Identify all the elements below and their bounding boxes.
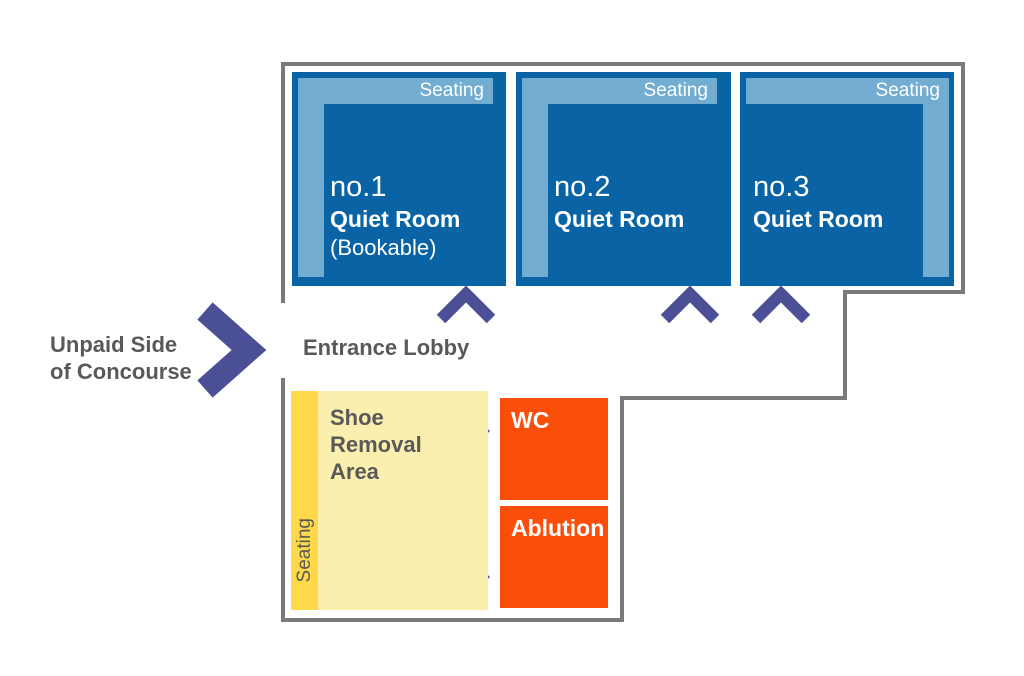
quiet-room-3-door-arrow-icon <box>751 285 811 324</box>
room-number: no.1 <box>330 171 387 203</box>
quiet-room-2: Seating no.2 Quiet Room <box>516 72 731 286</box>
quiet-room-2-text: no.2 Quiet Room <box>554 170 684 234</box>
room-note: (Bookable) <box>330 235 437 260</box>
room-name: Quiet Room <box>753 206 884 232</box>
room-name: Quiet Room <box>330 206 461 232</box>
quiet-room-3-seating-label: Seating <box>746 78 949 104</box>
shoe-label-line-3: Area <box>330 459 379 484</box>
shoe-label-line-2: Removal <box>330 432 422 457</box>
room-number: no.3 <box>753 171 810 203</box>
entrance-arrow-icon <box>197 302 267 398</box>
shoe-removal-area <box>291 391 488 610</box>
shoe-area-seating-label: Seating <box>293 517 315 583</box>
shoe-removal-area-label: Shoe Removal Area <box>330 404 422 485</box>
entrance-lobby-label: Entrance Lobby <box>303 335 470 360</box>
unpaid-side-label: Unpaid Side of Concourse <box>50 331 192 385</box>
room-name: Quiet Room <box>554 206 685 232</box>
quiet-room-3-text: no.3 Quiet Room <box>753 170 883 234</box>
ablution-room: Ablution <box>500 506 608 608</box>
quiet-room-2-seating-band <box>522 78 548 277</box>
unpaid-side-line-2: of Concourse <box>50 359 192 384</box>
quiet-room-1-text: no.1 Quiet Room (Bookable) <box>330 170 460 261</box>
ablution-label: Ablution <box>511 515 605 541</box>
wc-label: WC <box>511 407 550 433</box>
shoe-area-seating-strip <box>291 391 318 610</box>
quiet-room-1-door-arrow-icon <box>436 285 496 324</box>
room-number: no.2 <box>554 171 611 203</box>
shoe-label-line-1: Shoe <box>330 405 384 430</box>
quiet-room-2-seating-label: Seating <box>522 78 717 104</box>
quiet-room-1-seating-band <box>298 78 324 277</box>
quiet-room-3: Seating no.3 Quiet Room <box>740 72 954 286</box>
quiet-room-2-door-arrow-icon <box>660 285 720 324</box>
unpaid-side-line-1: Unpaid Side <box>50 332 178 357</box>
wc-room: WC <box>500 398 608 500</box>
quiet-room-1: Seating no.1 Quiet Room (Bookable) <box>292 72 506 286</box>
quiet-room-1-seating-label: Seating <box>298 78 493 104</box>
quiet-room-3-seating-band <box>923 78 949 277</box>
wall-outline <box>281 62 965 622</box>
